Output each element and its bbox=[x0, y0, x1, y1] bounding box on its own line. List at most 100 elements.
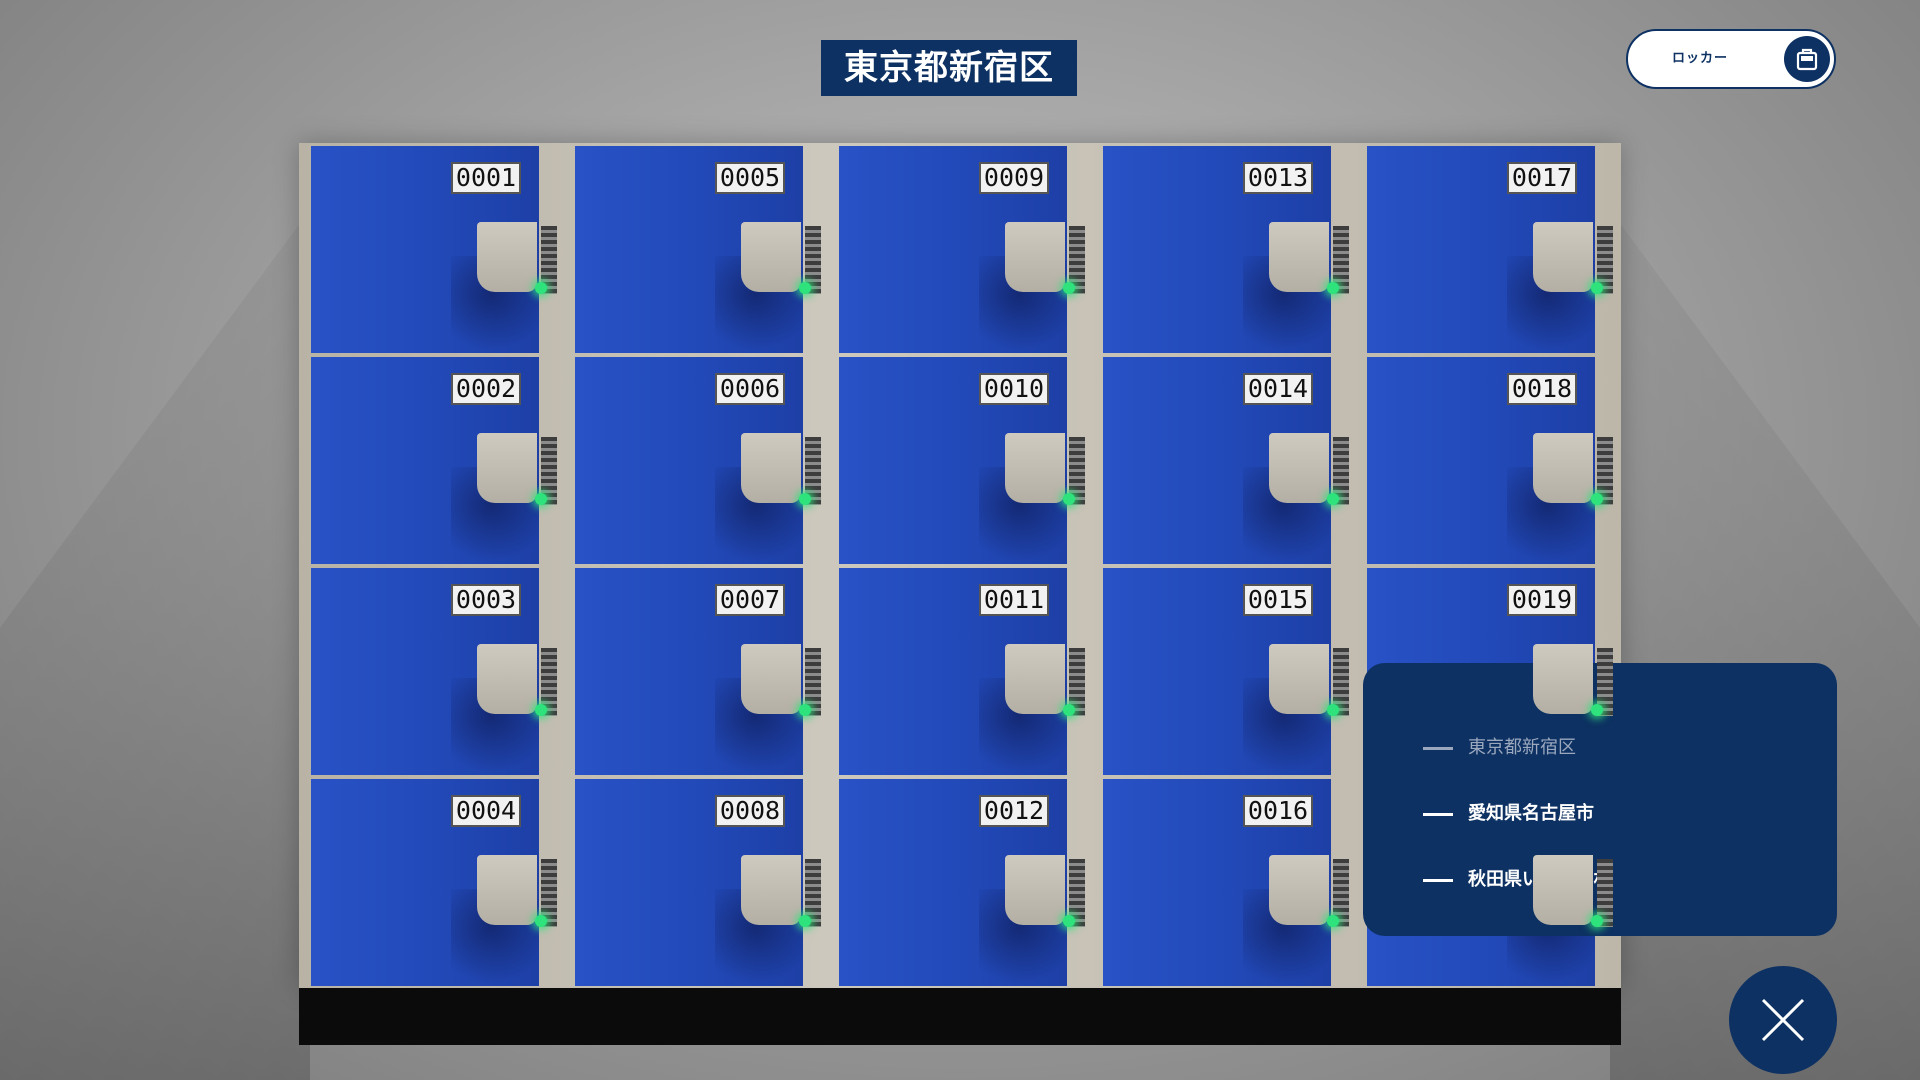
lock-handle bbox=[477, 855, 537, 925]
lock-handle bbox=[1533, 222, 1593, 292]
lock-handle bbox=[477, 644, 537, 714]
lock-keypad bbox=[1069, 226, 1085, 294]
locker-door[interactable]: 0005 bbox=[575, 146, 803, 353]
locker-door[interactable]: 0018 bbox=[1367, 357, 1595, 564]
locker-number: 0013 bbox=[1243, 162, 1313, 194]
status-led bbox=[535, 915, 547, 927]
lock-handle bbox=[741, 222, 801, 292]
locker-number: 0016 bbox=[1243, 795, 1313, 827]
locker-number: 0005 bbox=[715, 162, 785, 194]
dash-marker bbox=[1423, 813, 1453, 816]
lock-keypad bbox=[805, 437, 821, 505]
status-led bbox=[799, 493, 811, 505]
locker-column: 0001 0002 0003 0004 bbox=[311, 146, 557, 988]
dash-marker bbox=[1423, 879, 1453, 882]
locker-door[interactable]: 0010 bbox=[839, 357, 1067, 564]
status-led bbox=[799, 915, 811, 927]
locker-number: 0012 bbox=[979, 795, 1049, 827]
locker-base bbox=[299, 988, 1621, 1045]
lock-handle bbox=[1533, 855, 1593, 925]
locker-number: 0014 bbox=[1243, 373, 1313, 405]
status-led bbox=[1591, 493, 1603, 505]
close-icon bbox=[1761, 998, 1805, 1042]
status-led bbox=[1327, 493, 1339, 505]
lock-handle bbox=[1269, 644, 1329, 714]
locker-door[interactable]: 0013 bbox=[1103, 146, 1331, 353]
lock-handle bbox=[477, 433, 537, 503]
lock-keypad bbox=[1333, 648, 1349, 716]
lock-handle bbox=[1005, 222, 1065, 292]
lock-handle bbox=[1005, 433, 1065, 503]
locker-door[interactable]: 0012 bbox=[839, 779, 1067, 986]
lock-keypad bbox=[1069, 437, 1085, 505]
lock-handle bbox=[1269, 222, 1329, 292]
locker-door[interactable]: 0002 bbox=[311, 357, 539, 564]
locker-number: 0003 bbox=[451, 584, 521, 616]
status-led bbox=[1327, 915, 1339, 927]
status-led bbox=[1063, 704, 1075, 716]
locker-door[interactable]: 0001 bbox=[311, 146, 539, 353]
locker-number: 0015 bbox=[1243, 584, 1313, 616]
locker-number: 0004 bbox=[451, 795, 521, 827]
lock-keypad bbox=[1597, 437, 1613, 505]
dash-marker bbox=[1423, 747, 1453, 750]
status-led bbox=[535, 704, 547, 716]
status-led bbox=[1063, 493, 1075, 505]
lock-keypad bbox=[1069, 859, 1085, 927]
locker-door[interactable]: 0006 bbox=[575, 357, 803, 564]
locker-number: 0019 bbox=[1507, 584, 1577, 616]
locker-button[interactable]: ロッカー bbox=[1626, 29, 1836, 89]
lock-keypad bbox=[541, 648, 557, 716]
lock-handle bbox=[477, 222, 537, 292]
locker-column: 0013 0014 0015 0016 bbox=[1103, 146, 1349, 988]
status-led bbox=[1063, 282, 1075, 294]
lock-keypad bbox=[1333, 859, 1349, 927]
lock-handle bbox=[1533, 644, 1593, 714]
page-title: 東京都新宿区 bbox=[821, 40, 1077, 96]
locker-door[interactable]: 0011 bbox=[839, 568, 1067, 775]
lock-handle bbox=[1005, 644, 1065, 714]
locker-number: 0010 bbox=[979, 373, 1049, 405]
locker-number: 0009 bbox=[979, 162, 1049, 194]
locker-door[interactable]: 0017 bbox=[1367, 146, 1595, 353]
locker-number: 0011 bbox=[979, 584, 1049, 616]
locker-door[interactable]: 0015 bbox=[1103, 568, 1331, 775]
status-led bbox=[799, 704, 811, 716]
locker-door[interactable]: 0003 bbox=[311, 568, 539, 775]
locker-door[interactable]: 0008 bbox=[575, 779, 803, 986]
locker-door[interactable]: 0007 bbox=[575, 568, 803, 775]
lock-handle bbox=[741, 644, 801, 714]
lock-handle bbox=[741, 433, 801, 503]
status-led bbox=[535, 493, 547, 505]
lock-keypad bbox=[1597, 859, 1613, 927]
locker-number: 0002 bbox=[451, 373, 521, 405]
lock-keypad bbox=[541, 437, 557, 505]
status-led bbox=[1591, 704, 1603, 716]
locker-door[interactable]: 0004 bbox=[311, 779, 539, 986]
locker-door[interactable]: 0009 bbox=[839, 146, 1067, 353]
lock-keypad bbox=[1597, 226, 1613, 294]
wall-shade-right bbox=[1610, 210, 1920, 1080]
status-led bbox=[1327, 282, 1339, 294]
lock-keypad bbox=[1597, 648, 1613, 716]
locker-number: 0007 bbox=[715, 584, 785, 616]
locker-number: 0008 bbox=[715, 795, 785, 827]
locker-door[interactable]: 0014 bbox=[1103, 357, 1331, 564]
status-led bbox=[535, 282, 547, 294]
locker-column: 0005 0006 0007 0008 bbox=[575, 146, 821, 988]
status-led bbox=[799, 282, 811, 294]
locker-door[interactable]: 0016 bbox=[1103, 779, 1331, 986]
close-button[interactable] bbox=[1729, 966, 1837, 1074]
locker-button-label: ロッカー bbox=[1672, 51, 1729, 66]
lock-keypad bbox=[541, 226, 557, 294]
status-led bbox=[1063, 915, 1075, 927]
lock-keypad bbox=[541, 859, 557, 927]
lock-keypad bbox=[1333, 437, 1349, 505]
lock-keypad bbox=[805, 859, 821, 927]
lock-keypad bbox=[1069, 648, 1085, 716]
locker-icon bbox=[1784, 36, 1830, 82]
location-label: 東京都新宿区 bbox=[1468, 737, 1576, 758]
locker-unit: 0001 0002 0003 0004 0005 0006 0007 0008 0009 0010… bbox=[299, 143, 1621, 988]
lock-handle bbox=[1005, 855, 1065, 925]
locker-number: 0018 bbox=[1507, 373, 1577, 405]
